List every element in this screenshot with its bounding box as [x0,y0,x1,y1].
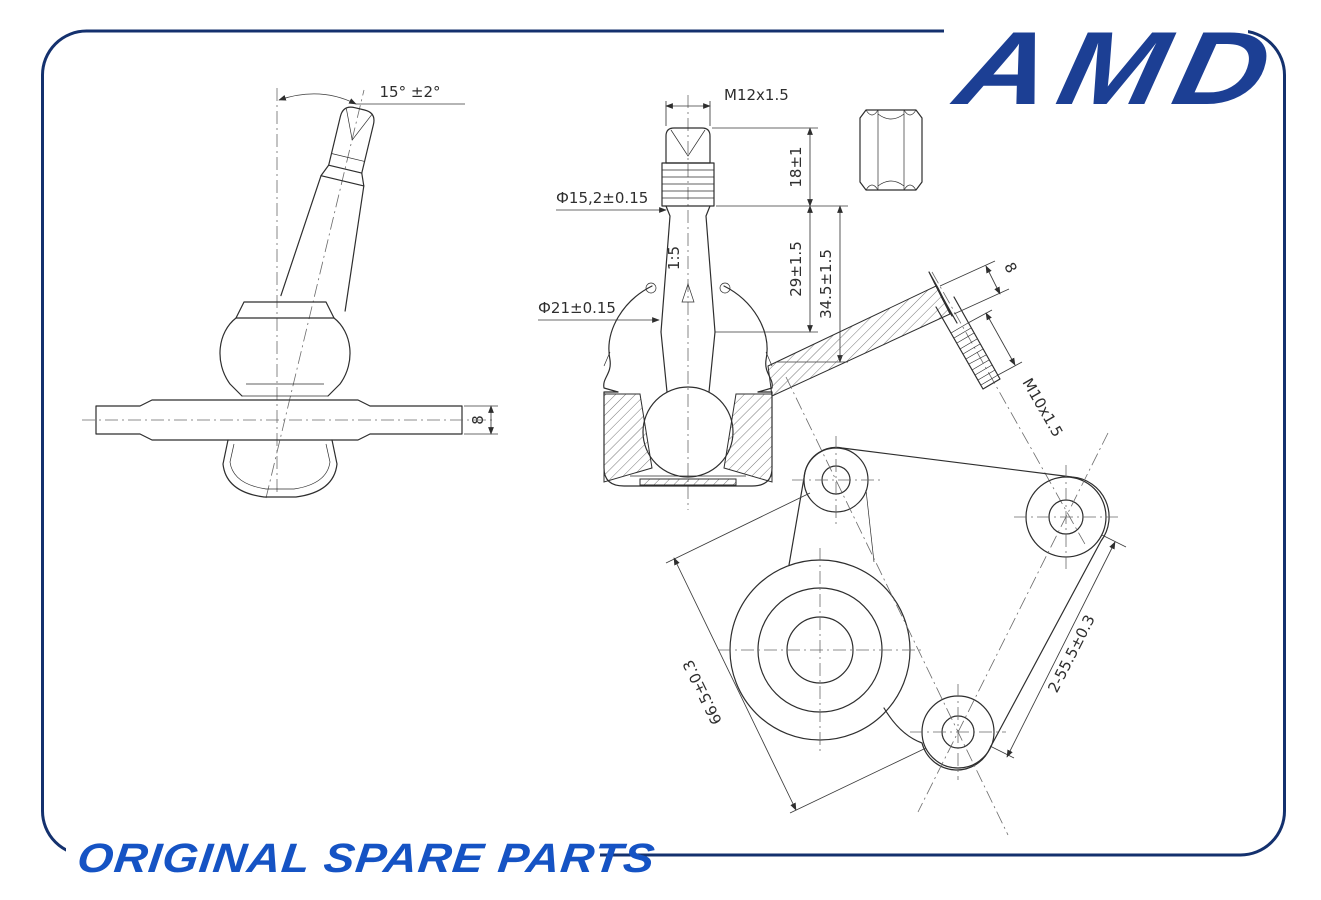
stud-dia-dim-label: Ф15,2±0.15 [556,189,648,207]
arm-width-dim-label: 8 [469,415,487,425]
footer-tagline-text: ORIGINAL SPARE PARTS [75,835,658,881]
brand-logo: AMD [944,10,1290,126]
bolt-head-dim-label: 8 [1000,259,1020,276]
hole-span-dim-label: 66.5±0.3 [679,657,726,728]
nut-view [859,109,923,191]
taper-length-dim-label: 29±1.5 [787,241,805,297]
frame-mask-bottom [66,843,600,871]
thread-length-dim-label: 18±1 [787,146,805,187]
brand-logo-text: AMD [944,10,1290,126]
footer-tagline: ORIGINAL SPARE PARTS [75,835,658,881]
overall-length-dim-label: 34.5±1.5 [817,249,835,319]
angle-dim-label: 15° ±2° [380,83,441,101]
mount-arm-section [767,285,951,397]
top-lug [803,447,869,513]
bolt-thread-dim-label: M10x1.5 [1019,375,1067,440]
bolt-view: 8 M10x1.5 [928,259,1087,547]
frame-border [41,29,1286,857]
taper-ratio-label: 1:5 [665,246,683,270]
left-view: 15° ±2° 8 [82,83,498,499]
frame-mask-logo [944,23,1248,117]
left-view-arm [95,399,463,441]
section-view: M12x1.5 1:5 Ф15,2±0.15 Ф21±0.15 18±1 29±… [538,86,951,510]
thread-dim-label: M12x1.5 [724,86,789,104]
hole-span-dim2-label: 2-55.5±0.3 [1044,612,1099,696]
left-view-flange [235,301,335,319]
cone-dia-dim-label: Ф21±0.15 [538,299,616,317]
left-view-stud [280,106,375,312]
